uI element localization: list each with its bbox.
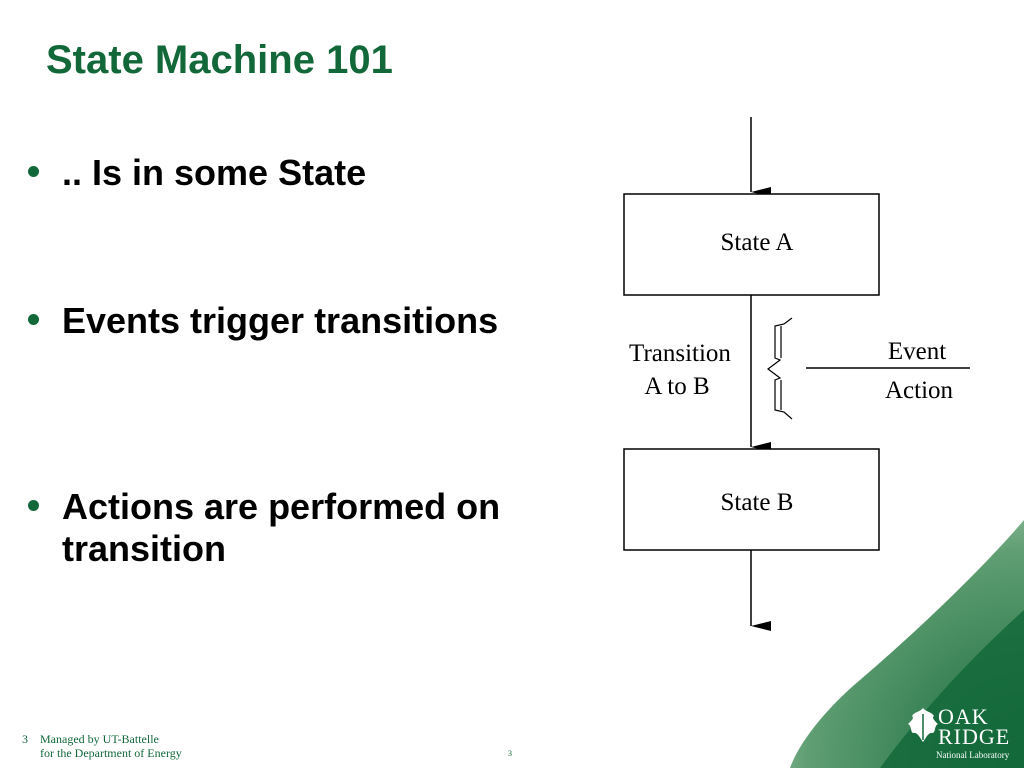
footer-page-number: 3 (22, 732, 28, 746)
state-b-label: State B (721, 489, 794, 516)
logo-line3: National Laboratory (936, 750, 1010, 760)
brace-icon (767, 317, 793, 420)
footer-line2: for the Department of Energy (40, 746, 182, 760)
bullet-text: Actions are performed on transition (62, 486, 501, 569)
footer-line1: Managed by UT-Battelle (40, 732, 159, 746)
bullet-dot-icon (28, 500, 39, 511)
logo-line2: RIDGE (938, 724, 1011, 749)
action-label: Action (885, 377, 954, 404)
footer-managed-by: Managed by UT-Battelle for the Departmen… (40, 732, 182, 760)
ornl-logo: OAK RIDGE National Laboratory (902, 700, 1020, 764)
bullet-text: .. Is in some State (62, 152, 367, 193)
bullet-dot-icon (28, 166, 39, 177)
transition-label-line2: A to B (644, 373, 709, 400)
state-a-box (623, 193, 880, 296)
logo-line1: OAK (938, 704, 989, 729)
transition-label-line1: Transition (629, 340, 731, 367)
slide-title: State Machine 101 (46, 38, 393, 82)
event-label: Event (888, 338, 946, 365)
footer-center-number: 3 (508, 749, 512, 758)
oak-leaf-icon (908, 708, 938, 742)
bullet-text: Events trigger transitions (62, 300, 499, 341)
state-a-label: State A (721, 229, 794, 256)
bullet-dot-icon (28, 314, 39, 325)
